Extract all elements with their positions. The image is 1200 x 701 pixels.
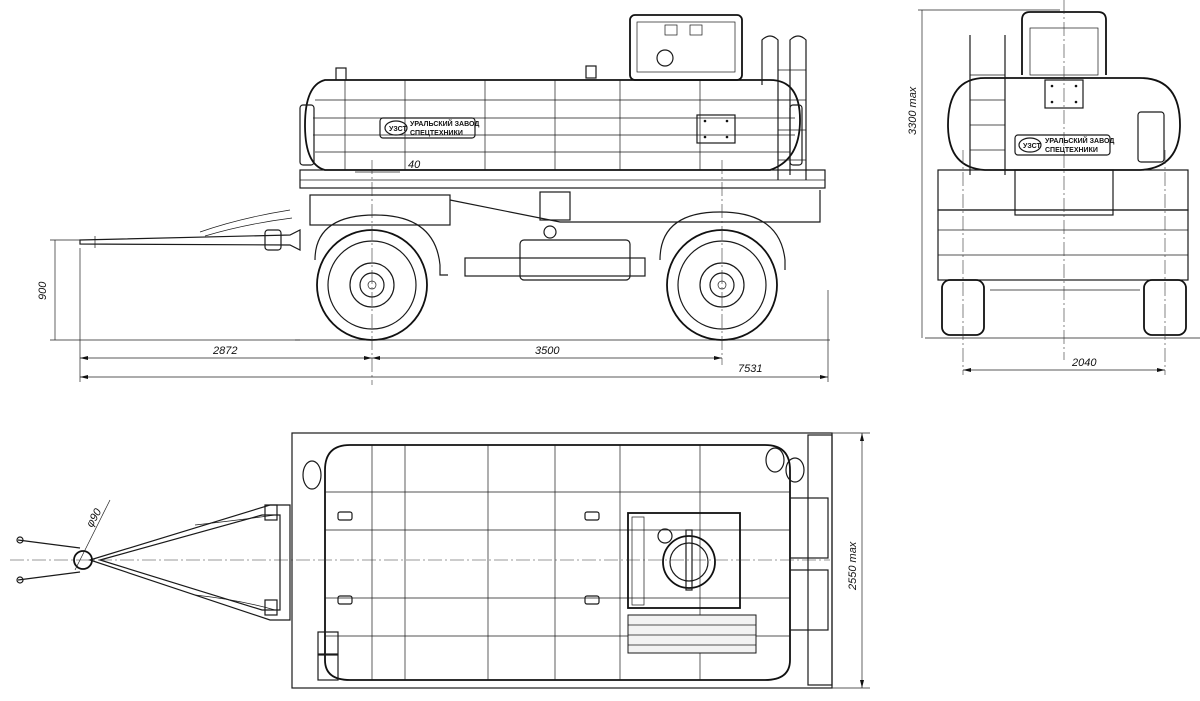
dim-hatch-offset: 40	[408, 159, 421, 171]
dim-eye-diameter: φ90	[84, 506, 105, 530]
dim-max-width: 2550 max	[847, 541, 859, 591]
top-view: φ90 2550 max	[10, 432, 870, 689]
manufacturer-logo-rear: УЗСТ УРАЛЬСКИЙ ЗАВОД СПЕЦТЕХНИКИ	[1014, 134, 1114, 156]
manufacturer-logo-side: УЗСТ УРАЛЬСКИЙ ЗАВОД СПЕЦТЕХНИКИ	[379, 117, 479, 139]
dim-wheelbase: 3500	[535, 345, 560, 357]
logo-line1-rear: УРАЛЬСКИЙ ЗАВОД	[1045, 136, 1114, 145]
side-view: УЗСТ УРАЛЬСКИЙ ЗАВОД СПЕЦТЕХНИКИ 40	[37, 14, 830, 385]
dim-coupling-height: 900	[37, 281, 49, 300]
logo-badge-rear: УЗСТ	[1023, 143, 1041, 150]
logo-line2-rear: СПЕЦТЕХНИКИ	[1045, 147, 1098, 154]
logo-line1-side: УРАЛЬСКИЙ ЗАВОД	[410, 119, 479, 128]
dim-track-width: 2040	[1071, 357, 1097, 369]
rear-view: УЗСТ УРАЛЬСКИЙ ЗАВОД СПЕЦТЕХНИКИ 3300 ma…	[907, 0, 1200, 375]
logo-line2-side: СПЕЦТЕХНИКИ	[410, 130, 463, 137]
logo-badge-side: УЗСТ	[389, 126, 407, 133]
dim-max-height: 3300 max	[907, 86, 919, 135]
dim-overall-length: 7531	[738, 363, 762, 375]
dim-drawbar-axle: 2872	[212, 345, 237, 357]
